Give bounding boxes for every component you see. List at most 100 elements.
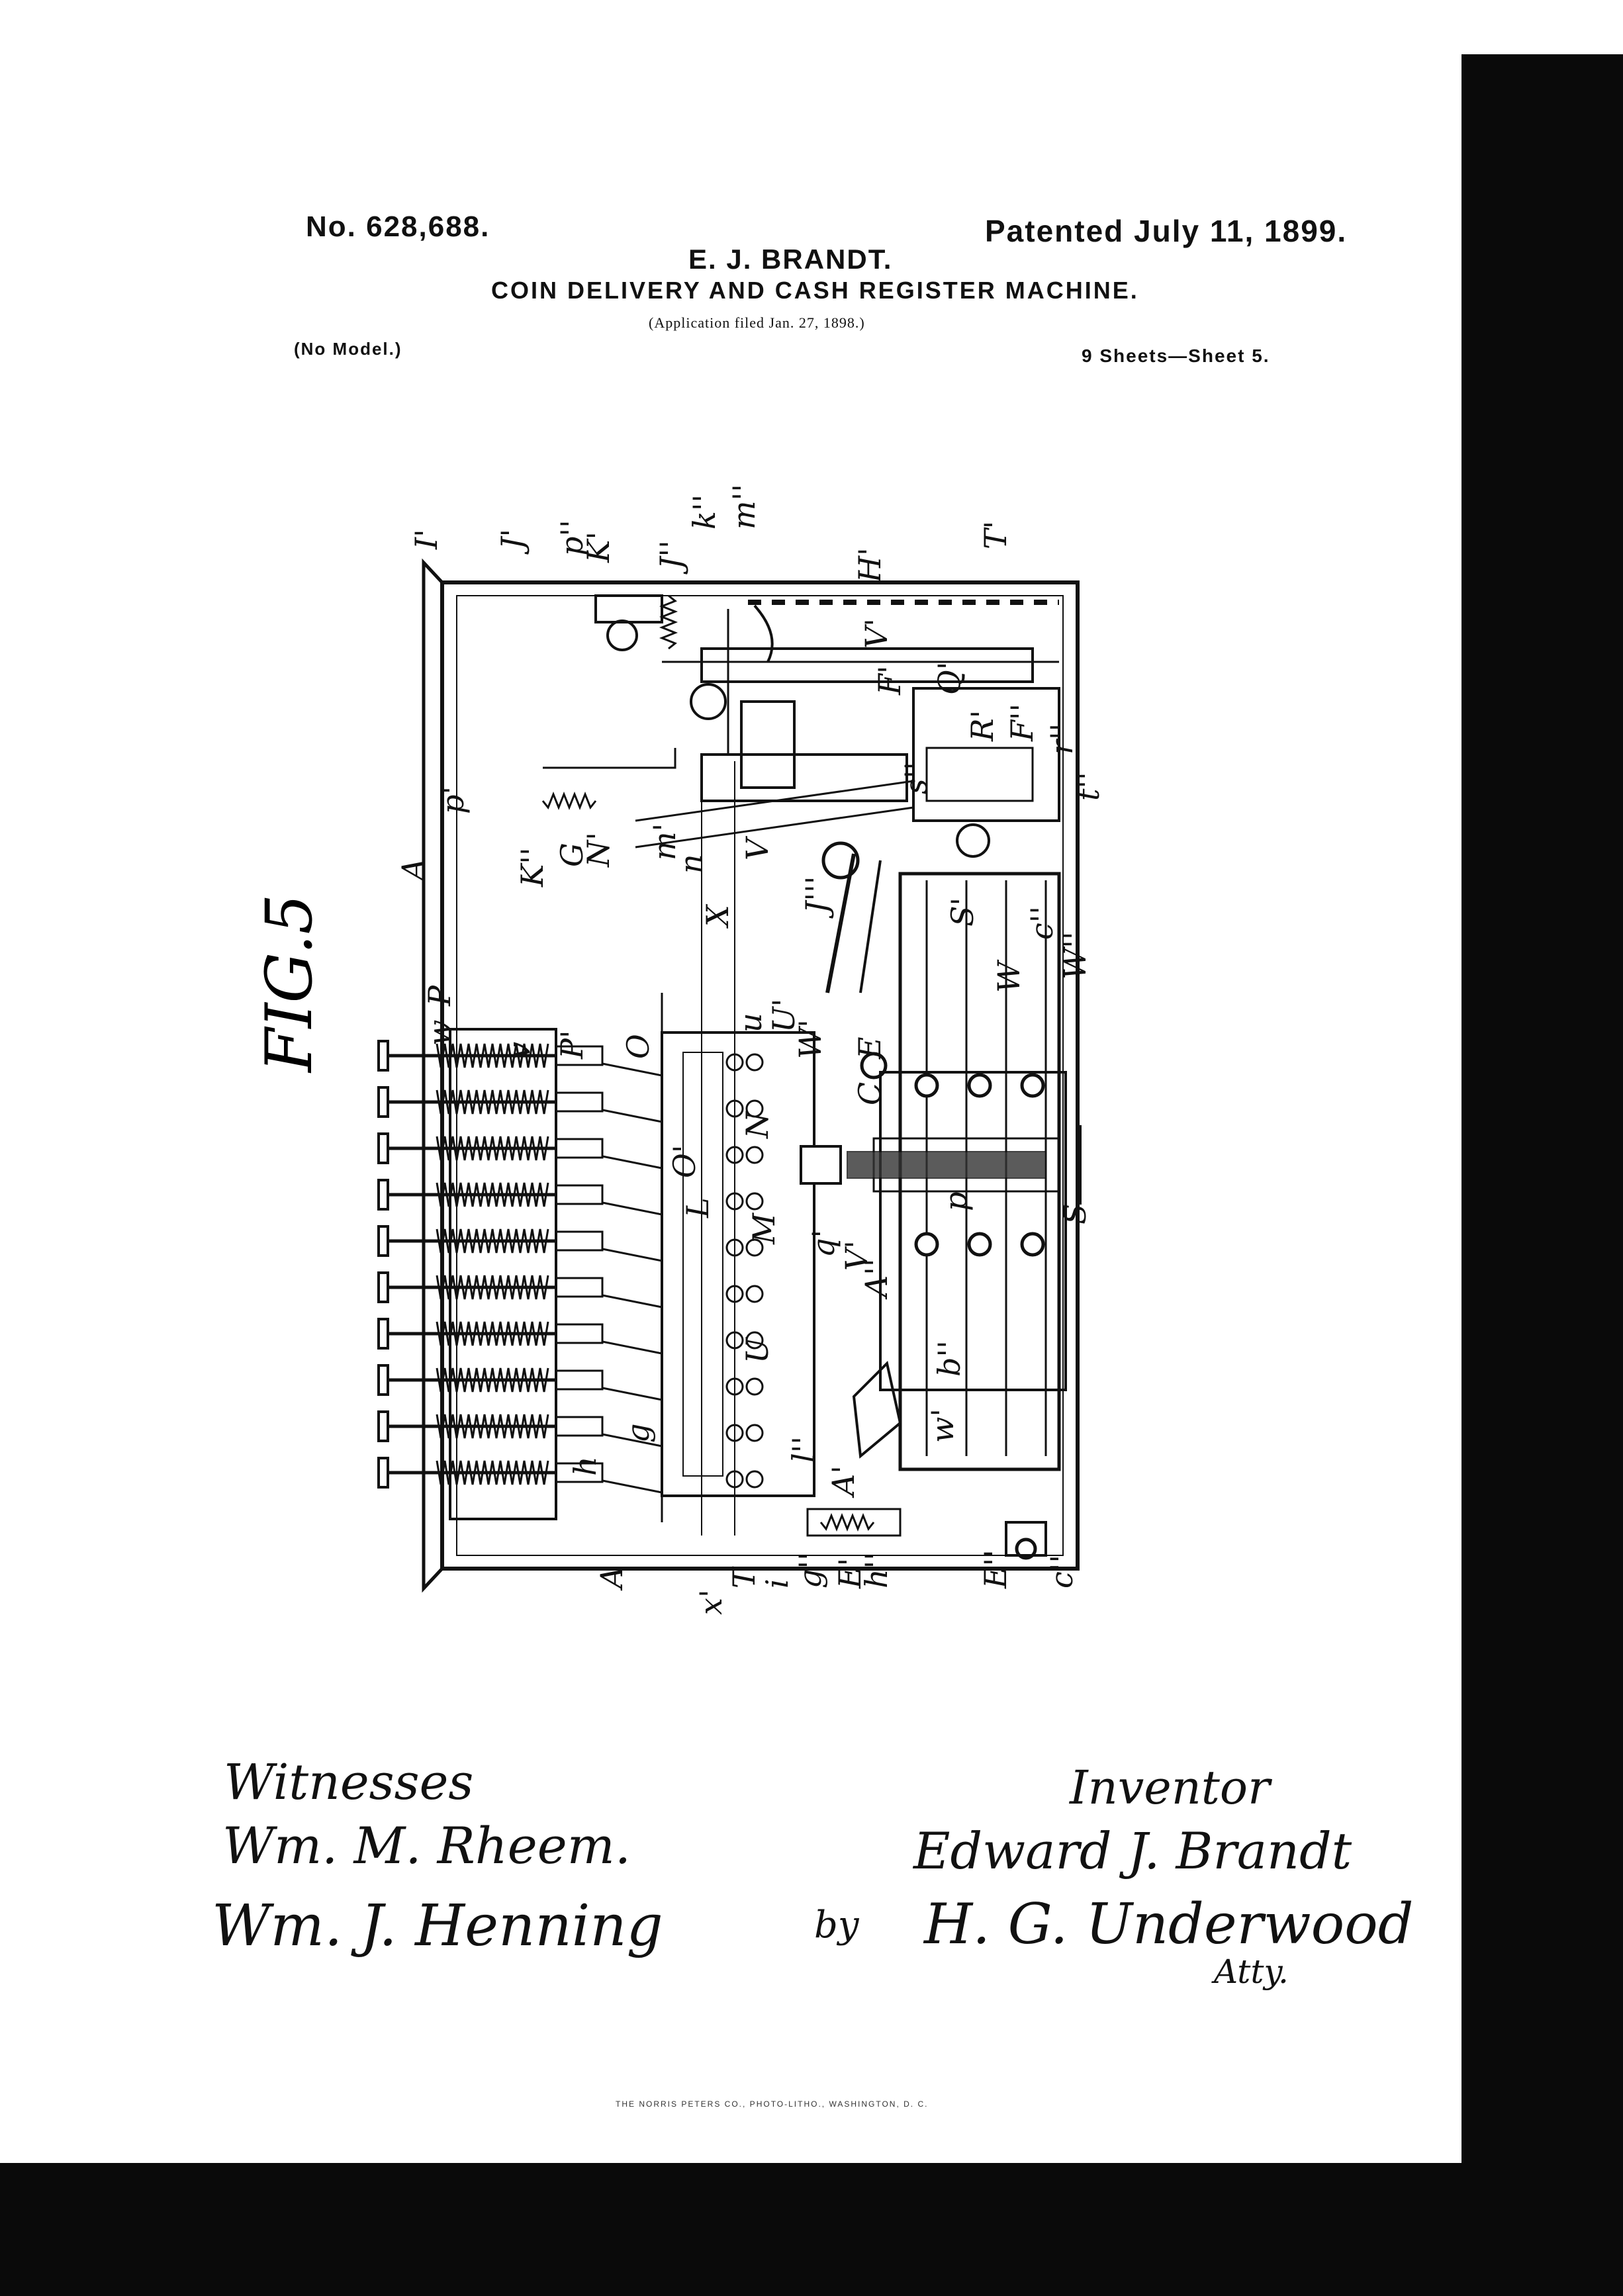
reference-label: c'' — [1024, 906, 1060, 940]
reference-label: w' — [925, 1408, 960, 1443]
reference-label: T — [726, 1566, 762, 1588]
application-filed: (Application filed Jan. 27, 1898.) — [649, 314, 865, 331]
reference-label: F'' — [1004, 704, 1040, 742]
reference-label: u — [733, 1013, 768, 1033]
reference-label: F' — [872, 665, 907, 696]
figure-label: FIG.5 — [252, 894, 326, 1074]
reference-label: h'' — [858, 1552, 894, 1588]
reference-label: t'' — [1070, 772, 1106, 801]
reference-label: H' — [852, 547, 888, 583]
key-assembly — [377, 1132, 764, 1170]
reference-label: A'' — [858, 1258, 894, 1300]
reference-label: W'' — [1057, 931, 1093, 980]
reference-label: S — [1057, 1203, 1093, 1224]
reference-label: V' — [858, 618, 894, 649]
reference-label: P' — [554, 1030, 590, 1060]
reference-label: g'' — [792, 1552, 828, 1588]
reference-label: c'' — [1044, 1555, 1080, 1588]
scan-border-bottom — [0, 2163, 1623, 2296]
reference-label: J'' — [653, 540, 689, 574]
key-assembly — [377, 1457, 764, 1494]
inventor-name: E. J. BRANDT. — [688, 244, 893, 275]
reference-label: R' — [964, 710, 1000, 742]
reference-label: K' — [580, 531, 616, 563]
reference-label: v — [501, 1042, 537, 1059]
reference-label: L — [680, 1197, 716, 1218]
scan-border-right — [1461, 54, 1623, 2296]
reference-label: O' — [667, 1145, 702, 1178]
reference-label: G — [554, 843, 590, 867]
key-assembly — [377, 1364, 764, 1401]
reference-label: A' — [825, 1465, 861, 1498]
reference-label: N — [739, 1111, 775, 1139]
reference-label: C — [852, 1082, 888, 1105]
attorney-signature: H. G. Underwood — [924, 1892, 1414, 1956]
patent-number: No. 628,688. — [306, 210, 490, 243]
reference-label: p' — [435, 786, 471, 814]
reference-label: W — [991, 959, 1027, 993]
slide-bars — [661, 761, 815, 1536]
attorney-abbrev: Atty. — [1214, 1952, 1289, 1991]
reference-label: P — [422, 985, 457, 1007]
reference-label: E'' — [978, 1549, 1013, 1589]
inventor-signature: Edward J. Brandt — [913, 1821, 1352, 1880]
springs — [541, 594, 875, 1532]
key-assembly — [377, 1086, 764, 1123]
reference-label: s'' — [898, 762, 934, 794]
reference-label: r'' — [1044, 723, 1080, 755]
upper-mechanism — [543, 594, 1060, 858]
reference-label: n — [673, 854, 709, 874]
key-assembly — [377, 1179, 764, 1216]
model-note: (No Model.) — [294, 339, 402, 359]
reference-label: T' — [978, 521, 1013, 549]
reference-label: W' — [792, 1019, 828, 1059]
reference-label: m'' — [726, 484, 762, 529]
by-word: by — [814, 1904, 859, 1947]
reference-label: U' — [766, 999, 802, 1033]
lower-mechanism — [800, 841, 1082, 1560]
sheet-note: 9 Sheets—Sheet 5. — [1082, 345, 1270, 366]
reference-label: E — [852, 1036, 888, 1060]
reference-label: m' — [647, 823, 682, 860]
reference-label: A — [395, 858, 431, 883]
reference-label: S' — [945, 897, 980, 927]
printer-credit: THE NORRIS PETERS CO., PHOTO-LITHO., WAS… — [616, 2099, 929, 2109]
reference-label: N' — [580, 832, 616, 868]
reference-label: Q' — [931, 662, 967, 695]
reference-label: K'' — [514, 847, 550, 888]
reference-label: q' — [806, 1230, 841, 1258]
witness-signature-1: Wm. M. Rheem. — [222, 1816, 631, 1875]
key-assembly — [377, 1271, 764, 1309]
reference-label: x' — [693, 1589, 729, 1615]
witness-signature-2: Wm. J. Henning — [212, 1893, 663, 1959]
reference-label: i — [759, 1579, 795, 1588]
reference-label: h — [567, 1456, 603, 1476]
reference-label: p'' — [554, 520, 590, 556]
reference-label: E' — [832, 1558, 868, 1589]
reference-label: J''' — [799, 876, 835, 919]
reference-label: I' — [408, 529, 444, 550]
reference-label: V — [739, 835, 775, 860]
reference-label: A — [594, 1567, 629, 1591]
reference-label: g — [620, 1424, 656, 1443]
reference-label: U — [739, 1336, 775, 1363]
reference-label: p — [938, 1192, 974, 1211]
key-assembly — [377, 1410, 764, 1447]
reference-label: X — [700, 903, 735, 929]
reference-label: J' — [494, 529, 530, 555]
reference-label: w — [422, 1020, 457, 1046]
witnesses-label: Witnesses — [224, 1754, 474, 1811]
key-bank — [377, 1028, 764, 1520]
machine-housing — [422, 558, 1080, 1593]
patent-title: COIN DELIVERY AND CASH REGISTER MACHINE. — [491, 277, 1139, 304]
reference-label: V' — [839, 1240, 874, 1271]
key-assembly — [377, 1225, 764, 1262]
reference-labels: I' J' p''K' J'' k''m'' H' V' F' Q' T' R'F''r'' t'' s… — [395, 484, 1106, 1615]
inventor-label: Inventor — [1070, 1761, 1270, 1815]
key-assembly — [377, 1318, 764, 1355]
reference-label: k'' — [686, 494, 722, 529]
reference-label: l'' — [786, 1436, 821, 1463]
reference-label: M — [746, 1212, 782, 1245]
reference-label: b'' — [931, 1340, 967, 1377]
